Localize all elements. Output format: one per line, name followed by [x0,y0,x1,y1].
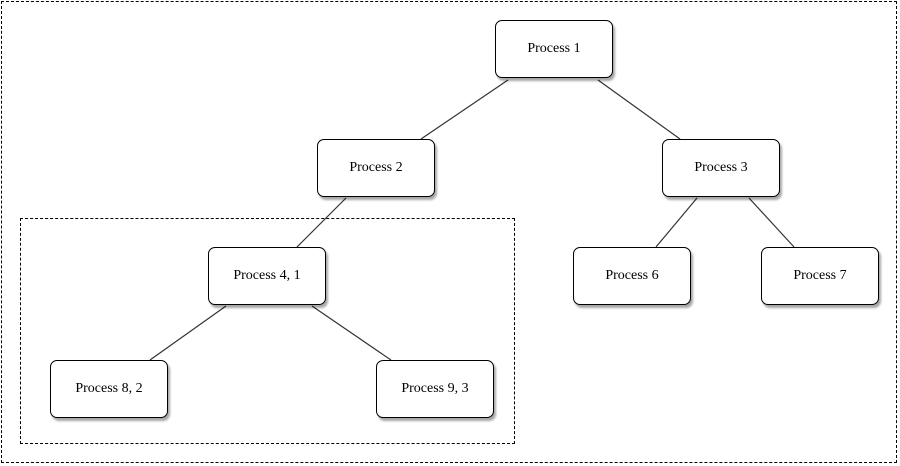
edge-p4-p9 [311,305,392,361]
edge-p1-p2 [420,79,509,140]
edge-p4-p8 [149,305,227,361]
edge-p3-p7 [748,197,795,248]
node-label: Process 1 [527,41,581,56]
node-process-9[interactable]: Process 9, 3 [376,360,494,418]
edge-p2-p4 [296,197,347,248]
edge-p3-p6 [655,197,698,248]
node-label: Process 9, 3 [401,381,469,396]
node-process-7[interactable]: Process 7 [761,247,879,305]
node-label: Process 2 [349,160,403,175]
node-process-3[interactable]: Process 3 [662,139,780,197]
node-process-4[interactable]: Process 4, 1 [208,247,326,305]
node-process-1[interactable]: Process 1 [495,20,613,78]
node-label: Process 8, 2 [75,381,143,396]
node-process-2[interactable]: Process 2 [317,139,435,197]
node-label: Process 6 [605,268,659,283]
subtree-group-border [20,218,515,444]
node-process-8[interactable]: Process 8, 2 [50,360,168,418]
node-process-6[interactable]: Process 6 [573,247,691,305]
node-label: Process 4, 1 [233,268,301,283]
node-label: Process 7 [793,268,847,283]
node-label: Process 3 [694,160,748,175]
edge-p1-p3 [597,79,681,140]
